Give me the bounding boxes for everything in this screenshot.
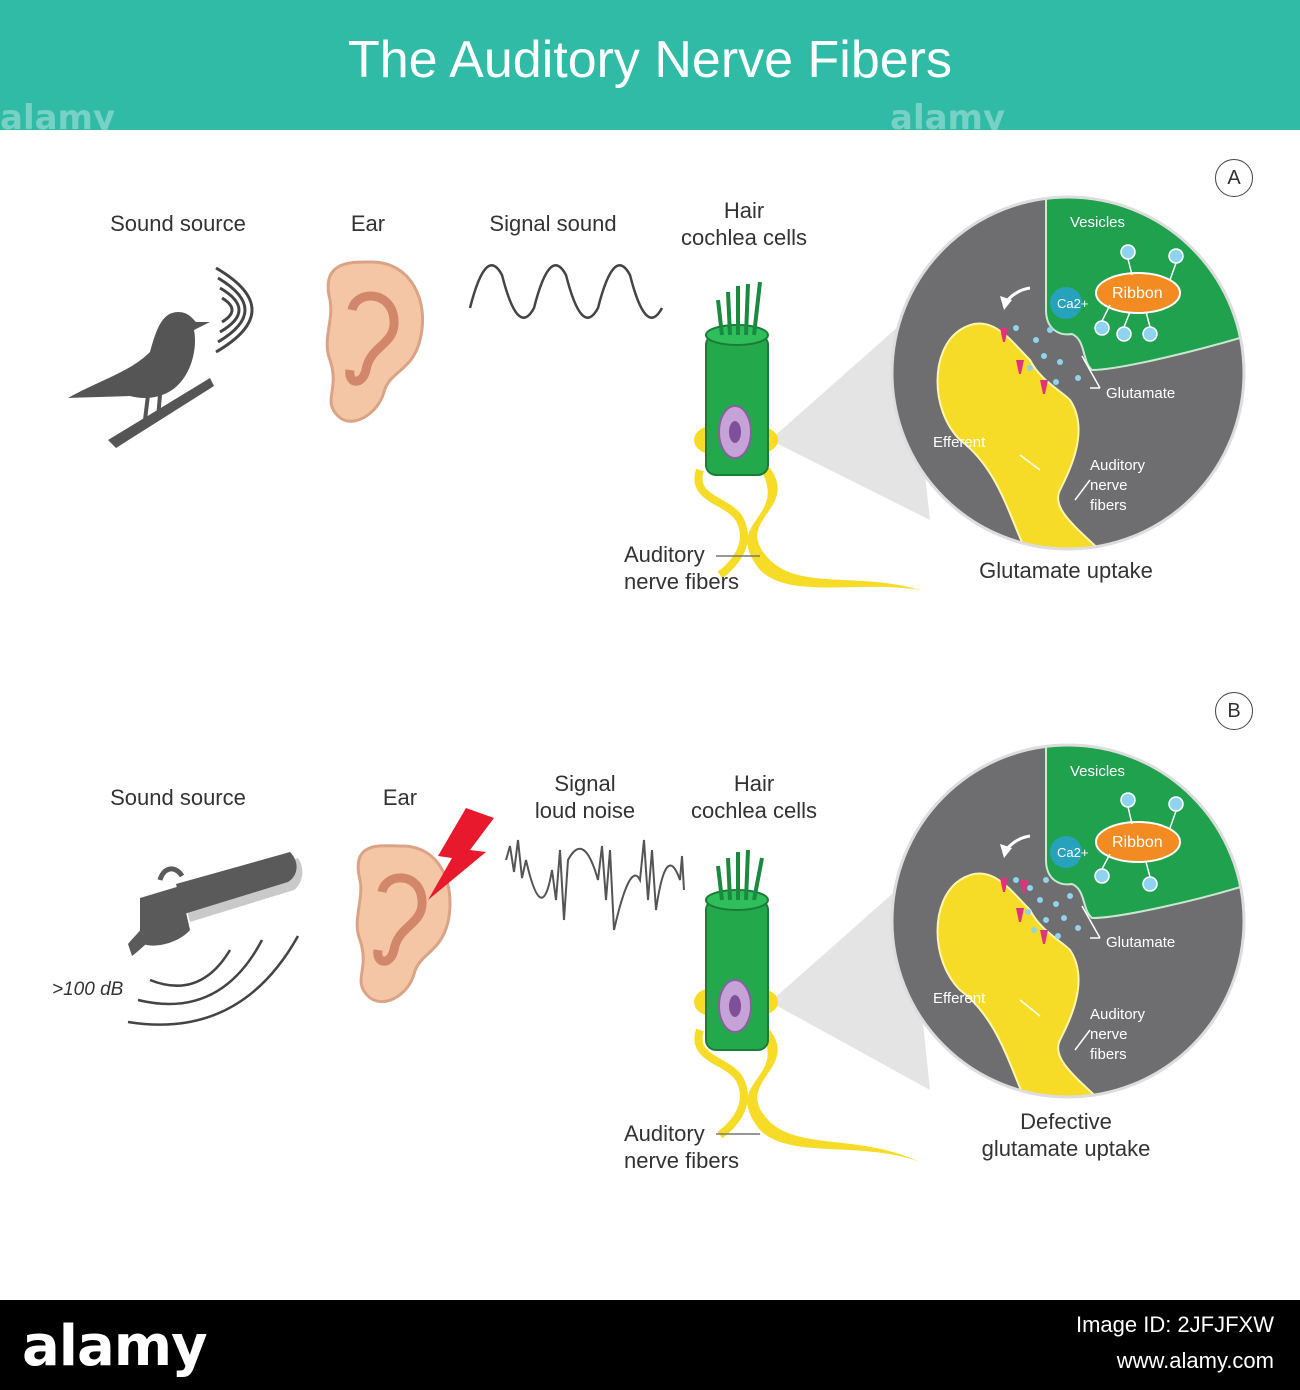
calcium-label: Ca2+ (1057, 845, 1089, 860)
calcium-label: Ca2+ (1057, 296, 1089, 311)
inset-nerve-label: Auditory nerve fibers (1090, 457, 1146, 514)
sound-wave-icon (127, 935, 300, 1026)
panel-badge: A (1215, 159, 1253, 197)
zoom-cone (770, 880, 930, 1090)
signal-label: Signal sound (489, 211, 617, 236)
diagram-artwork (66, 195, 1246, 1162)
lightning-icon (428, 808, 494, 900)
chainsaw-icon (128, 852, 303, 956)
hair-cells-label: Hair cochlea cells (691, 771, 817, 823)
bird-icon (66, 312, 214, 448)
footer-bar: alamy Image ID: 2JFJFXW www.alamy.com (0, 1300, 1300, 1390)
hair-cells-label: Hair cochlea cells (681, 198, 807, 250)
vesicles-label: Vesicles (1070, 763, 1126, 780)
efferent-label: Efferent (933, 434, 986, 451)
efferent-label: Efferent (933, 990, 986, 1007)
hair-cell-icon (694, 281, 920, 590)
ear-icon (355, 844, 452, 1003)
ear-label: Ear (382, 785, 418, 810)
signal-label: Signal loud noise (534, 771, 636, 823)
ear-icon (325, 260, 425, 423)
watermark-logo: alamy (0, 98, 116, 138)
page-title: The Auditory Nerve Fibers (347, 31, 953, 89)
sound-source-label: Sound source (110, 211, 246, 236)
nerve-fibers-label: Auditory nerve fibers (624, 1121, 739, 1173)
zoom-cone (770, 318, 930, 520)
decibel-label: >100 dB (52, 979, 124, 1000)
ribbon-label: Ribbon (1112, 834, 1163, 851)
inset-nerve-label: Auditory nerve fibers (1090, 1006, 1146, 1063)
image-id: Image ID: 2JFJFXW (1075, 1312, 1274, 1337)
header-banner (0, 0, 1300, 130)
signal-noise-wave (505, 839, 685, 931)
footer-url[interactable]: www.alamy.com (1116, 1348, 1274, 1373)
signal-wave (468, 264, 664, 319)
vesicles-label: Vesicles (1070, 214, 1126, 231)
panel-badge: B (1215, 692, 1253, 730)
sound-source-label: Sound source (110, 785, 246, 810)
nerve-fibers-label: Auditory nerve fibers (624, 542, 739, 594)
watermark-logo: alamy (890, 98, 1006, 138)
footer-logo: alamy (22, 1314, 208, 1379)
sound-wave-icon (215, 266, 254, 354)
caption-label: Defective glutamate uptake (981, 1109, 1151, 1161)
glutamate-label: Glutamate (1106, 934, 1176, 951)
ear-label: Ear (350, 211, 386, 236)
hair-cell-icon (694, 849, 920, 1162)
caption-label: Glutamate uptake (979, 558, 1153, 583)
glutamate-label: Glutamate (1106, 385, 1176, 402)
ribbon-label: Ribbon (1112, 285, 1163, 302)
